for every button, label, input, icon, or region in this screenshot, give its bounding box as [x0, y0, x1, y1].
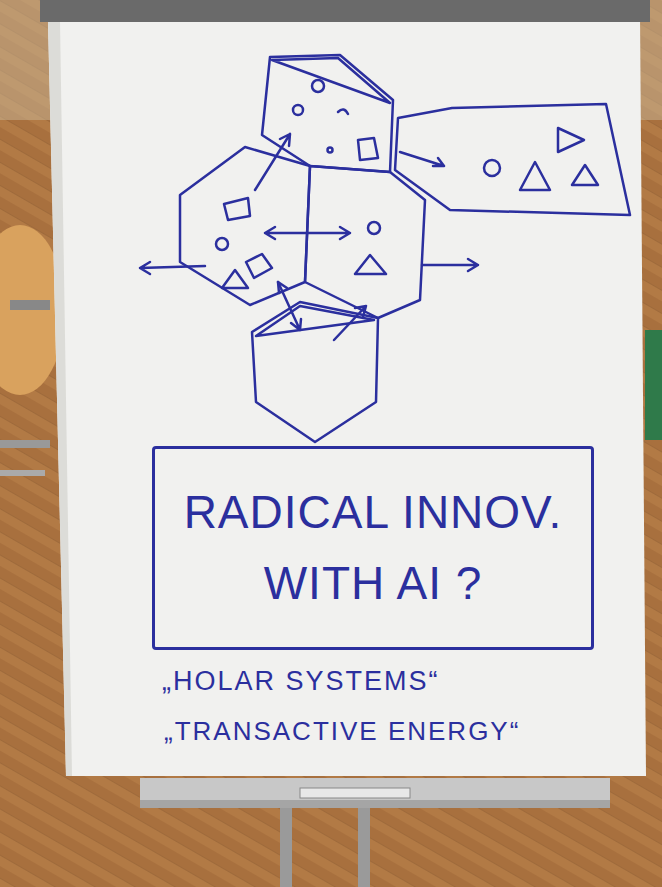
note-text: „TRANSACTIVE ENERGY“ [164, 716, 520, 747]
text-stack: RADICAL INNOV. WITH AI ? [155, 477, 591, 620]
box-title: RADICAL INNOV. WITH AI ? [155, 477, 591, 620]
text-box: RADICAL INNOV. WITH AI ? [152, 446, 594, 650]
note-text: „HOLAR SYSTEMS“ [162, 666, 440, 697]
